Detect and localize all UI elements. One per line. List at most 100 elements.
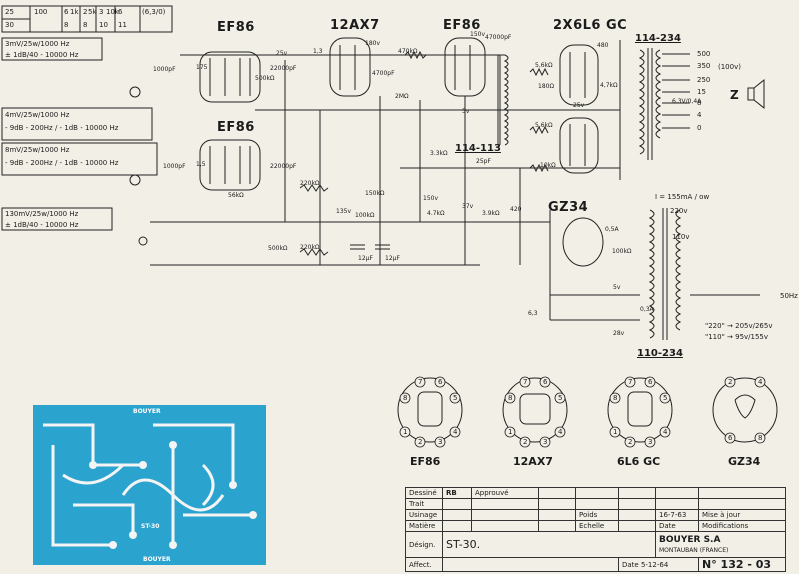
input3-response: - 9dB - 200Hz / - 1dB - 10000 Hz	[5, 159, 119, 167]
12ax7-pin4: 4	[558, 428, 563, 436]
tb-rev-text: Mise à jour	[698, 509, 786, 521]
v-150v-b: 150v	[423, 195, 439, 202]
ef86-pin3: 3	[438, 438, 443, 446]
c-22000pf-b: 22000pF	[270, 163, 297, 170]
v-420: 420	[510, 206, 522, 213]
v-1-3: 1,3	[313, 48, 323, 55]
input4-level: 130mV/25w/1000 Hz	[5, 210, 79, 218]
speaker-label: Z	[730, 88, 739, 102]
input2-level: 4mV/25w/1000 Hz	[5, 111, 70, 119]
mains-220: 220v	[670, 207, 688, 215]
ef86-pin1: 1	[403, 428, 408, 436]
r-470k: 470kΩ	[398, 48, 418, 55]
tb-design-value: ST-30.	[442, 531, 656, 558]
r-56k: 56kΩ	[228, 192, 244, 199]
v-37v: 37v	[462, 203, 474, 210]
tap-500: 500	[697, 50, 711, 58]
r-220k-a: 220kΩ	[300, 180, 320, 187]
fuse-03a: 0,3A	[640, 306, 654, 313]
6l6-pin8: 8	[613, 394, 618, 402]
v-1-5: 1,5	[196, 161, 206, 168]
gz34-pin8: 8	[758, 434, 763, 442]
tb-company: BOUYER	[659, 534, 701, 545]
c-1000pf-b: 1000pF	[163, 163, 186, 170]
input3-level: 8mV/25w/1000 Hz	[5, 146, 70, 154]
ef86-pin8: 8	[403, 394, 408, 402]
12ax7-pin6: 6	[543, 378, 548, 386]
selector-row2-i: 11	[118, 21, 127, 29]
pcb-brand-top: BOUYER	[133, 408, 161, 415]
tb-approuve-label: Approuvé	[471, 487, 539, 499]
tap-250: 250	[697, 76, 711, 84]
gz34-pin2: 2	[728, 378, 733, 386]
selector-row1-a: 25	[5, 8, 14, 16]
v-480: 480	[597, 42, 609, 49]
12ax7-pin3: 3	[543, 438, 548, 446]
output-voltage: (100v)	[718, 63, 741, 71]
selector-row2-c: 8	[64, 21, 69, 29]
pcb-ref: ST-30	[141, 523, 160, 530]
selector-row1-e: 2	[83, 8, 88, 16]
r-500k-a: 500kΩ	[268, 245, 288, 252]
selector-row1-i: 6	[118, 8, 123, 16]
v-5v-b: 5v	[613, 284, 621, 291]
tb-dessine-label: Dessiné	[405, 487, 443, 499]
tb-company-suffix: S.A	[703, 534, 721, 545]
selector-row1-b: 100	[34, 8, 48, 16]
r-10k: 10kΩ	[540, 162, 556, 169]
r-56ka: 5,6kΩ	[535, 62, 553, 69]
mains-110: 110v	[672, 233, 690, 241]
v-5v: 5v	[462, 108, 470, 115]
c-47000pf: 47000pF	[485, 34, 512, 41]
6l6-pin4: 4	[663, 428, 668, 436]
selector-row1-h: 10k	[106, 8, 119, 16]
12ax7-title: 12AX7	[330, 18, 380, 33]
tb-usinage-label: Usinage	[405, 509, 443, 521]
c-12uf-a: 12µF	[358, 255, 373, 262]
input1-response: ± 1dB/40 - 10000 Hz	[5, 51, 79, 59]
12ax7-pin1: 1	[508, 428, 513, 436]
r-47ka: 4,7kΩ	[600, 82, 618, 89]
v-6-3: 6,3	[528, 310, 538, 317]
r-150k: 150kΩ	[365, 190, 385, 197]
6l6-pin6: 6	[648, 378, 653, 386]
r-39k: 3.9kΩ	[482, 210, 500, 217]
input1-level: 3mV/25w/1000 Hz	[5, 40, 70, 48]
c-1000pf-a: 1000pF	[153, 66, 176, 73]
r-33k: 3.3kΩ	[430, 150, 448, 157]
mains-line1: "220" → 205v/265v	[705, 322, 773, 330]
c-4700pf: 4700pF	[372, 70, 395, 77]
tb-affect-label: Affect.	[405, 557, 443, 572]
ef86-phase-title: EF86	[443, 18, 481, 33]
ef86-pin6: 6	[438, 378, 443, 386]
input4-response: ± 1dB/40 - 10000 Hz	[5, 221, 79, 229]
v-175: 175	[196, 64, 208, 71]
v-135v: 135v	[336, 208, 352, 215]
tap-4: 4	[697, 111, 702, 119]
tb-matiere-label: Matière	[405, 520, 443, 532]
tb-city: MONTAUBAN (FRANCE)	[659, 546, 729, 554]
v-25v: 25v	[276, 50, 288, 57]
mains-line2: "110" → 95v/155v	[705, 333, 769, 341]
r-47k: 4.7kΩ	[427, 210, 445, 217]
tb-echelle-label: Echelle	[575, 520, 619, 532]
choke-label: 114-113	[455, 143, 501, 154]
r-180: 180Ω	[538, 83, 555, 90]
tb-poids-label: Poids	[575, 509, 619, 521]
c-12uf-b: 12µF	[385, 255, 400, 262]
tb-date-bottom: Date 5-12-64	[618, 557, 699, 572]
6l6-pin2: 2	[628, 438, 633, 446]
pinout-gz34-label: GZ34	[728, 455, 761, 468]
r-100k-b: 100kΩ	[612, 248, 632, 255]
tb-number: N° 132 - 03	[698, 557, 786, 572]
12ax7-pin2: 2	[523, 438, 528, 446]
r-56kb: 5,6kΩ	[535, 122, 553, 129]
pcb-layout-image: BOUYER BOUYER ST-30	[33, 405, 266, 565]
ef86-pin5: 5	[453, 394, 458, 402]
tap-8: 8	[697, 99, 702, 107]
r-100k-a: 100kΩ	[355, 212, 375, 219]
tap-15: 15	[697, 88, 706, 96]
tb-modif-label: Modifications	[698, 520, 786, 532]
r-220k-b: 220kΩ	[300, 244, 320, 251]
input2-response: - 9dB - 200Hz / - 1dB - 10000 Hz	[5, 124, 119, 132]
